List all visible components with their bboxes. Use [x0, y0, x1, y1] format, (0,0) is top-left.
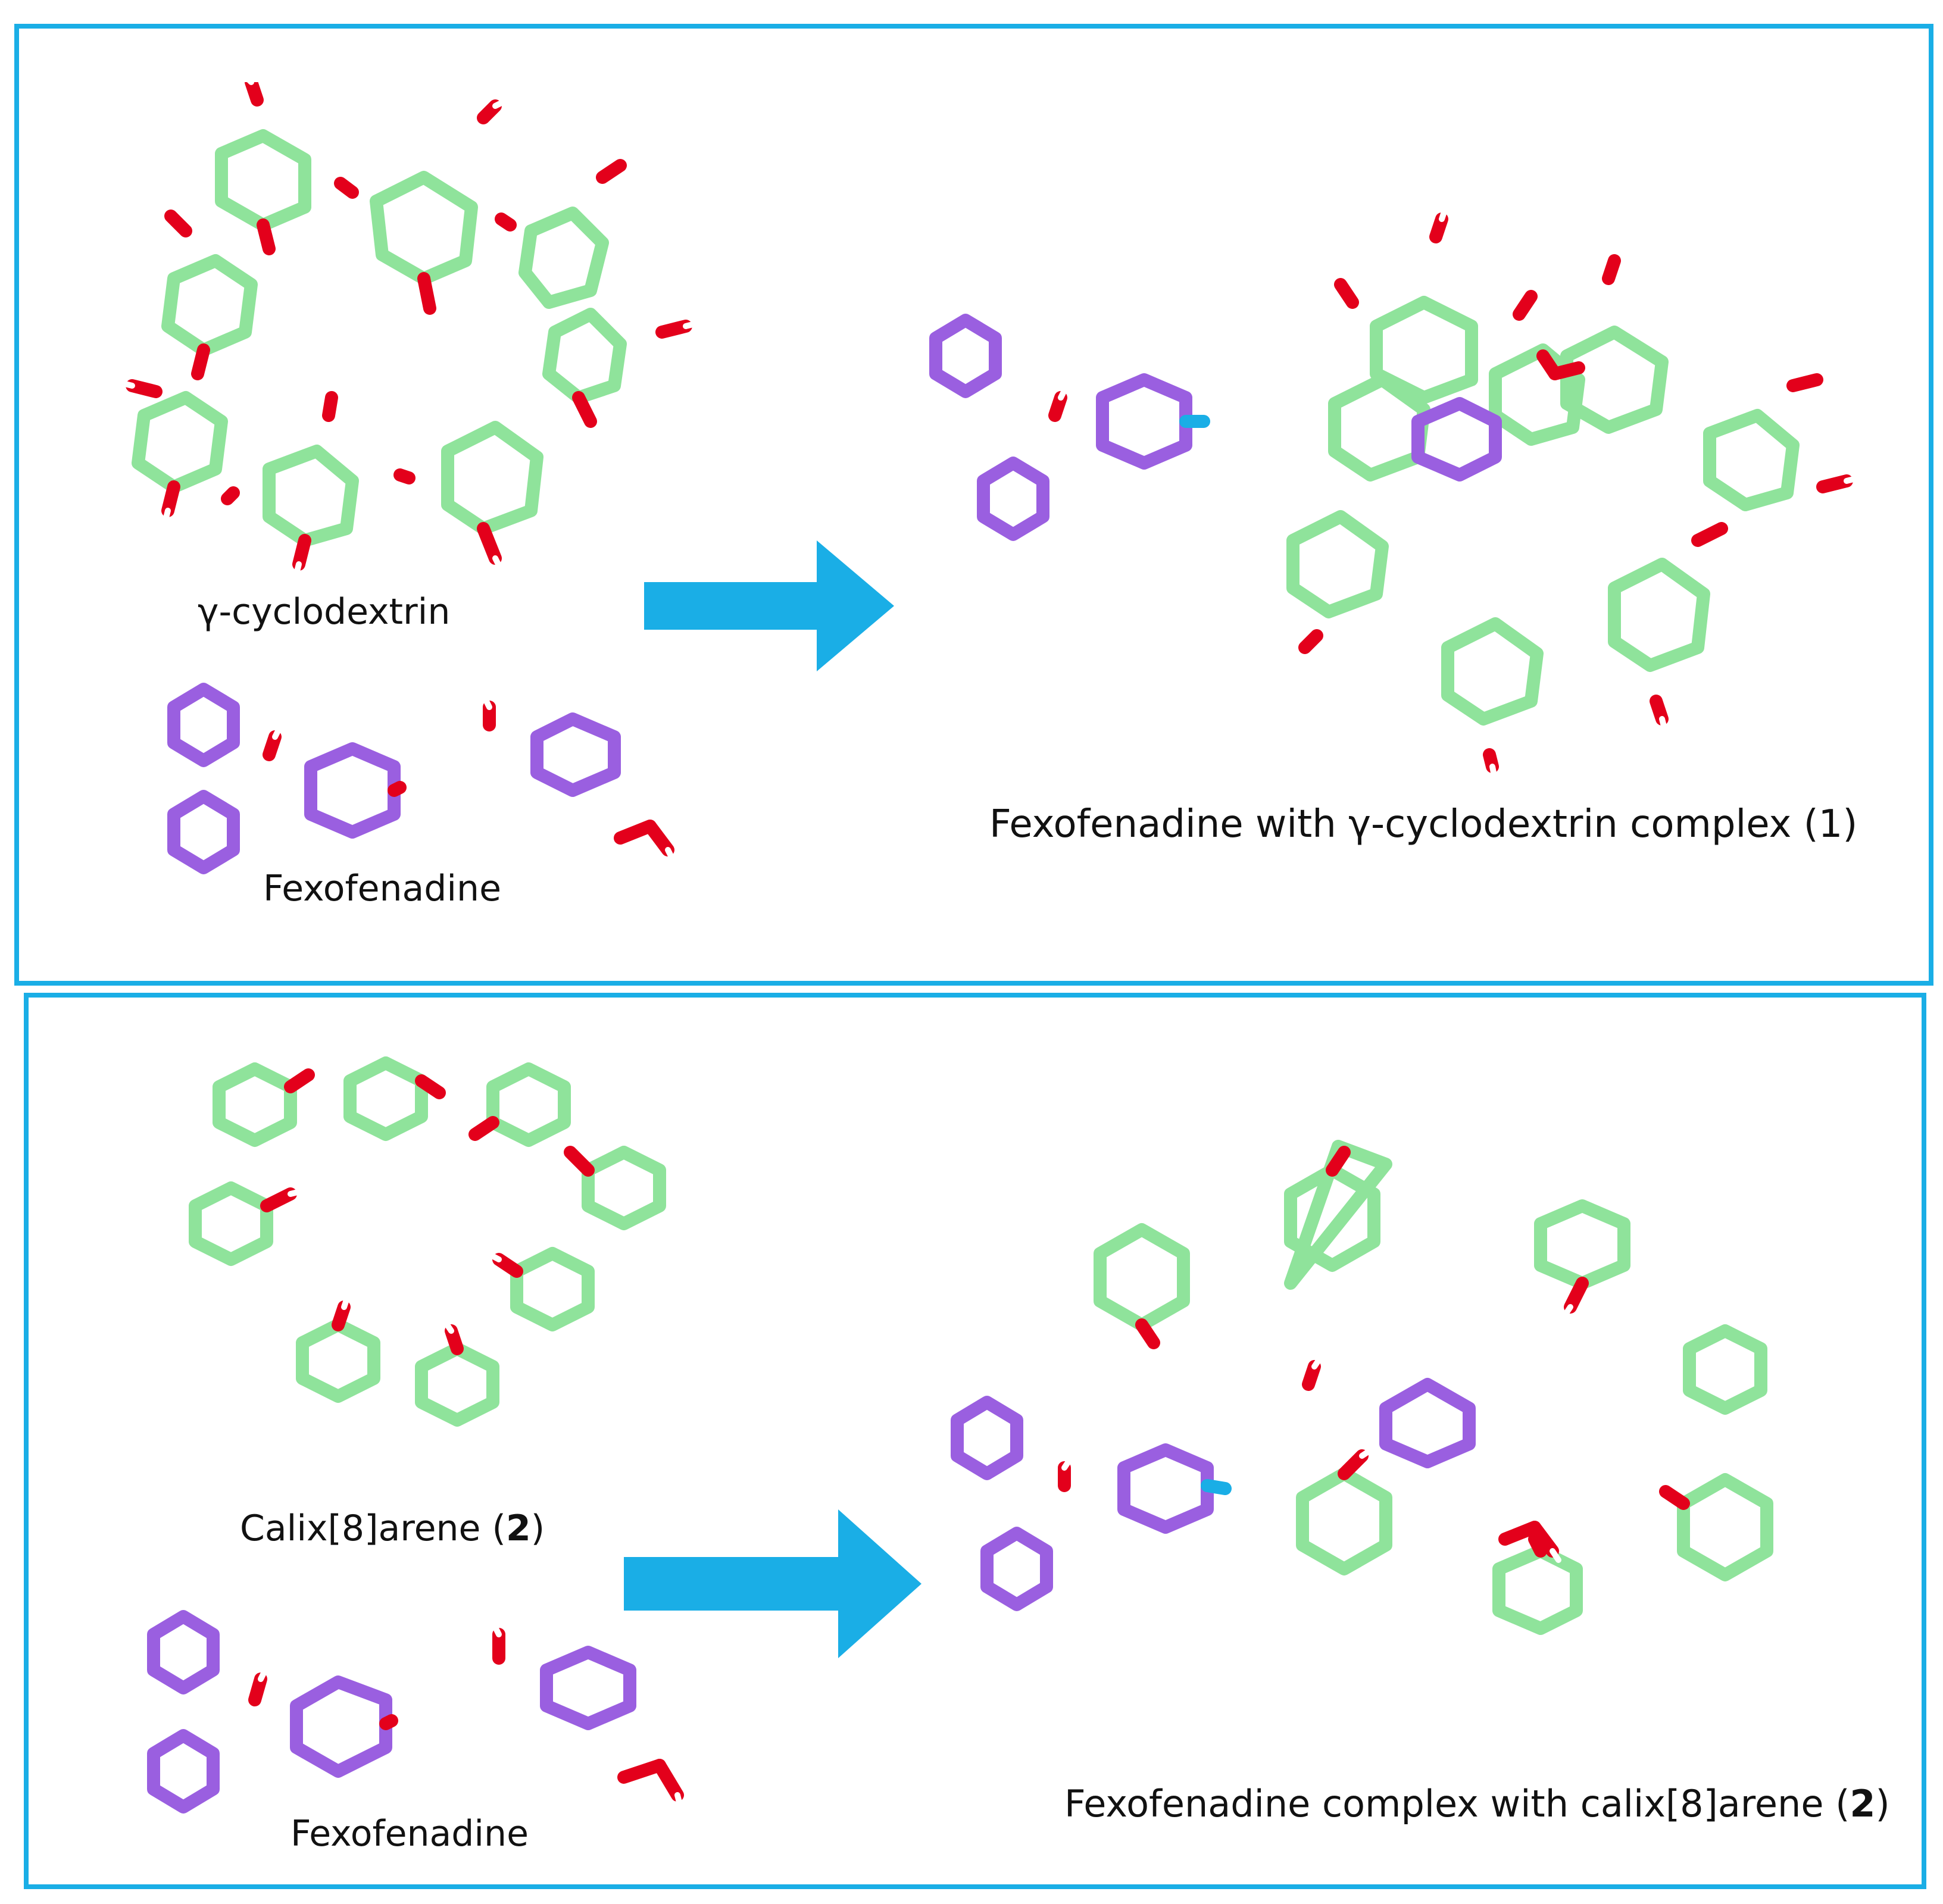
cyclodextrin-complex-model	[929, 207, 1861, 779]
complex-label: Fexofenadine complex with calix[8]arene …	[1064, 1782, 1890, 1825]
cyclodextrin-panel: γ-cyclodextrin	[14, 24, 1933, 986]
fexofenadine-model-top	[167, 683, 677, 874]
complex-label-text: Fexofenadine complex with calix[8]arene …	[1064, 1782, 1850, 1825]
calixarene-model	[189, 1056, 666, 1427]
calixarene-complex-model	[951, 1140, 1773, 1635]
gamma-cyclodextrin-model	[117, 82, 701, 579]
host-label: γ-cyclodextrin	[198, 591, 451, 633]
guest-label: Fexofenadine	[263, 868, 501, 909]
host-label-close: )	[530, 1508, 545, 1549]
complex-label: Fexofenadine with γ-cyclodextrin complex…	[989, 802, 1858, 846]
host-label-text: Calix[8]arene (	[240, 1508, 506, 1549]
calixarene-panel: Calix[8]arene (2)	[24, 993, 1926, 1889]
host-label-number: 2	[505, 1508, 531, 1549]
complex-label-number: 2	[1850, 1782, 1876, 1825]
fexofenadine-model-bottom	[147, 1610, 684, 1814]
host-label: Calix[8]arene (2)	[240, 1508, 545, 1549]
guest-label: Fexofenadine	[290, 1813, 529, 1855]
reaction-arrow-top	[644, 540, 894, 671]
reaction-arrow-bottom	[624, 1509, 921, 1658]
complex-label-close: )	[1875, 1782, 1890, 1825]
